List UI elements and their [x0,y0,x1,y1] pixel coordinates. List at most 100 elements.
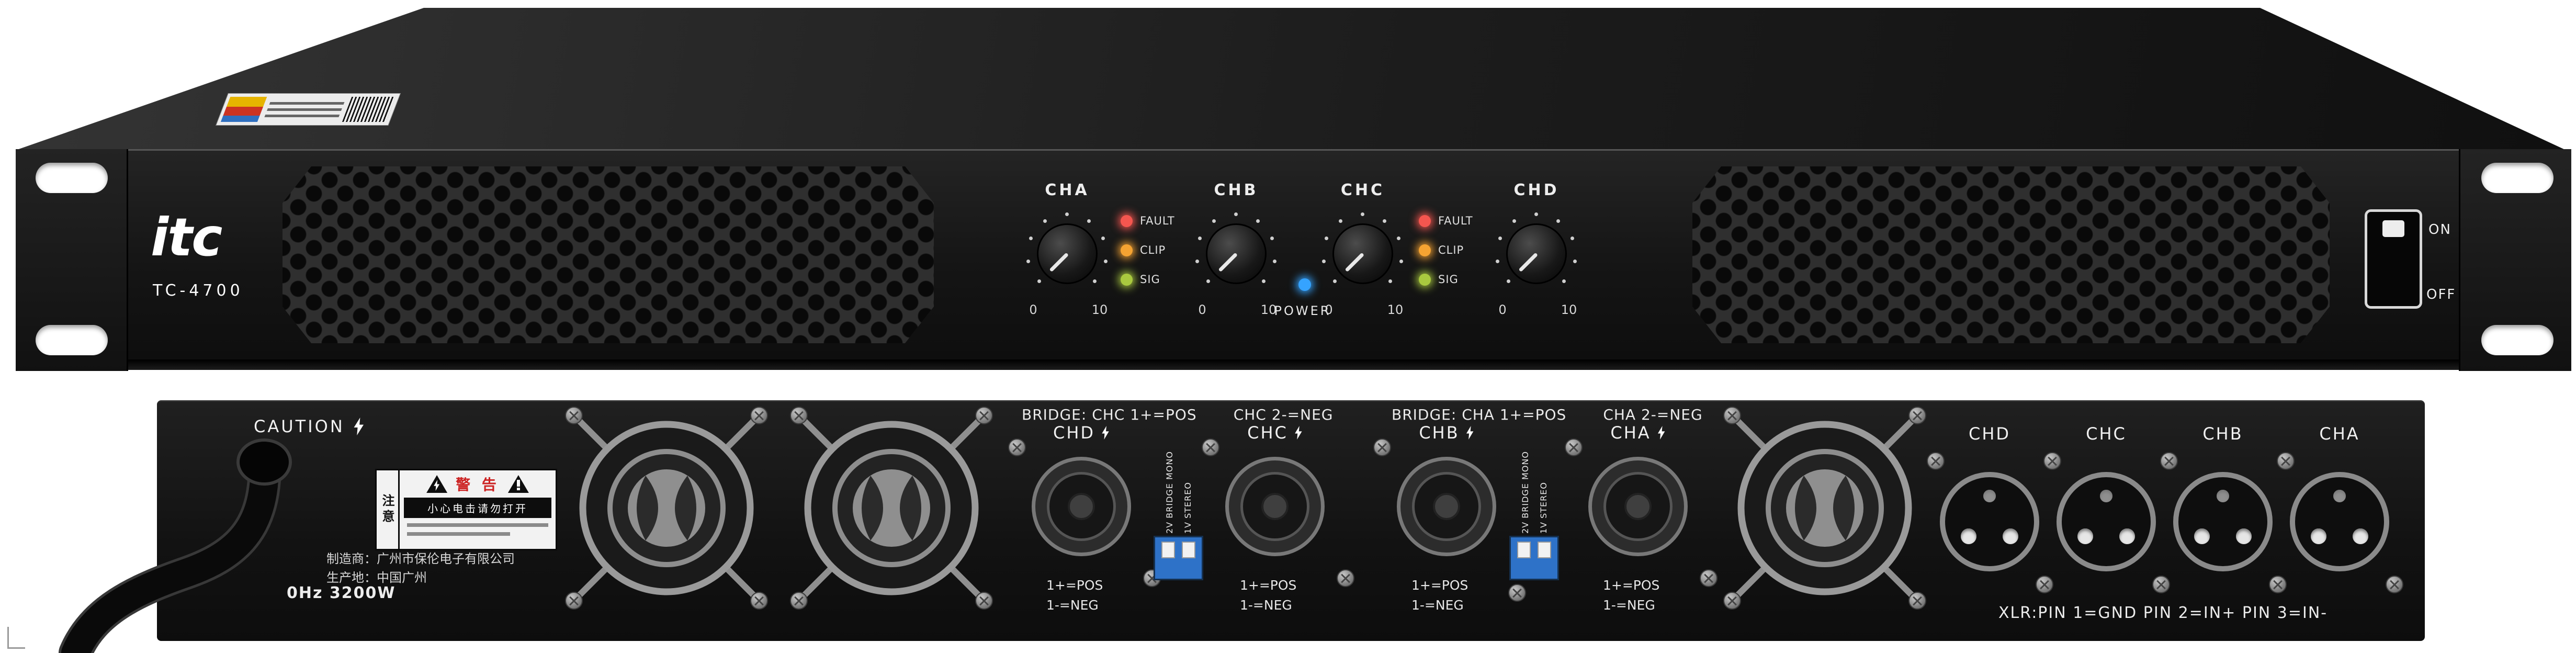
fault-led [1121,215,1133,227]
channel-text: CHD [1053,423,1095,443]
power-switch-nub [2382,220,2404,237]
led-row-clip: CLIP [1121,244,1166,256]
warning-main: 警 告 小心电击请勿打开 [400,470,556,549]
channel-text: CHA [2319,424,2360,444]
mode-dip-switch-2[interactable]: 2V BRIDGE MONO 1V STEREO [1509,451,1559,580]
speakon-cha-polarity: 1+=POS 1-=NEG [1603,576,1659,615]
rack-mount-hole [36,163,108,193]
fault-led-label: FAULT [1140,215,1175,227]
bridge-header-chc: BRIDGE: CHC 1+=POS CHC 2-=NEG [1022,406,1333,423]
dip-slider[interactable] [1161,542,1176,558]
mounting-screw [750,592,768,610]
knob-min-tick: 0 [1198,302,1206,317]
dip-slider[interactable] [1537,542,1551,558]
sticker-text-line [264,114,340,117]
channel-d-gain-knob[interactable] [1506,223,1567,284]
clip-led-label: CLIP [1140,244,1166,256]
channel-text: CHC [2086,424,2127,444]
led-row-clip: CLIP [1419,244,1464,256]
power-cable [59,438,292,653]
power-spec: 0Hz 3200W [287,584,396,602]
dip-slider[interactable] [1517,542,1531,558]
mounting-screw [1700,569,1718,587]
rack-mount-hole [2481,163,2554,193]
channel-b-label: CHB [1214,181,1259,199]
rack-ear-right [2459,149,2571,371]
power-on-label: ON [2428,222,2451,238]
power-off-label: OFF [2426,287,2456,302]
xlr-pin-hole [2333,490,2346,502]
mounting-screw [2386,576,2403,593]
speakon-chc-label: CHC [1247,423,1303,443]
dip-slider[interactable] [1181,542,1195,558]
lightning-icon [1295,426,1302,440]
xlr-pin-hole [2100,490,2112,502]
warning-fineprint-line [407,532,511,536]
xlr-pin-hole [2077,528,2093,544]
speakon-cha-connector [1588,457,1688,556]
dip-label-stereo: 1V STEREO [1182,481,1193,534]
sticker-logo [220,97,267,122]
polarity-neg: 1-=NEG [1046,598,1099,613]
knob-max-tick: 10 [1387,302,1404,317]
ventilation-grille-left [283,166,934,343]
mounting-screw [2152,576,2170,593]
dip-body[interactable] [1154,536,1203,580]
channel-d-label: CHD [1513,181,1560,199]
amp-rear-panel: CAUTION 注意 警 告 小心电击请勿打开 制造商：广州市保伦电子有限公司 … [157,400,2425,641]
warning-fineprint-line [407,523,548,527]
fault-led [1419,215,1431,227]
fan-grille [1723,407,1926,610]
speakon-chb-label: CHB [1419,423,1474,443]
mounting-screw [1908,407,1926,424]
mounting-screw [2160,452,2178,470]
mode-dip-switch-1[interactable]: 2V BRIDGE MONO 1V STEREO [1154,451,1203,580]
sig-led-label: SIG [1438,273,1459,286]
mounting-screw [1927,452,1945,470]
led-row-sig: SIG [1419,273,1459,286]
mounting-screw [1723,592,1741,610]
mounting-screw [1202,438,1219,456]
channel-a-gain-knob[interactable] [1037,223,1098,284]
caution-label: CAUTION [254,416,365,436]
dip-label-bridge: 2V BRIDGE MONO [1164,451,1174,534]
mounting-screw [565,407,583,424]
mounting-screw [975,592,993,610]
polarity-pos: 1+=POS [1411,578,1468,593]
mounting-screw [1908,592,1926,610]
speakon-chb-polarity: 1+=POS 1-=NEG [1411,576,1468,615]
xlr-pin-hole [2236,528,2252,544]
polarity-neg: 1-=NEG [1603,598,1655,613]
channel-c-label: CHC [1340,181,1385,199]
bridge-header-cha: BRIDGE: CHA 1+=POS CHA 2-=NEG [1392,406,1703,423]
manufacturer-line: 制造商：广州市保伦电子有限公司 [326,551,515,566]
warning-title: 警 告 [456,476,500,493]
lightning-icon [434,480,440,491]
sticker-text-line [269,102,345,105]
channel-b-gain-knob[interactable] [1206,223,1267,284]
xlr-chb-label: CHB [2202,424,2243,444]
xlr-pin-hole [2119,528,2135,544]
mounting-screw [1565,438,1583,456]
channel-c-gain-knob[interactable] [1332,223,1393,284]
lightning-icon [354,418,364,435]
fault-led-label: FAULT [1438,215,1473,227]
speakon-cha-label: CHA [1610,423,1665,443]
knob-max-tick: 10 [1260,302,1277,317]
brand-logo: itc [151,207,222,268]
fan-grille [790,407,993,610]
rack-ear-left [16,149,128,371]
xlr-pin-hole [2353,528,2368,544]
power-switch[interactable] [2365,209,2422,309]
knob-max-tick: 10 [1091,302,1108,317]
mounting-screw [1373,438,1391,456]
rack-mount-hole [2481,325,2554,355]
led-row-fault: FAULT [1121,215,1175,227]
knob-min-tick: 0 [1029,302,1037,317]
dip-body[interactable] [1509,536,1559,580]
exclamation-triangle-icon [507,475,529,493]
xlr-cha-label: CHA [2319,424,2359,444]
mounting-screw [750,407,768,424]
speakon-chd-connector [1032,457,1131,556]
